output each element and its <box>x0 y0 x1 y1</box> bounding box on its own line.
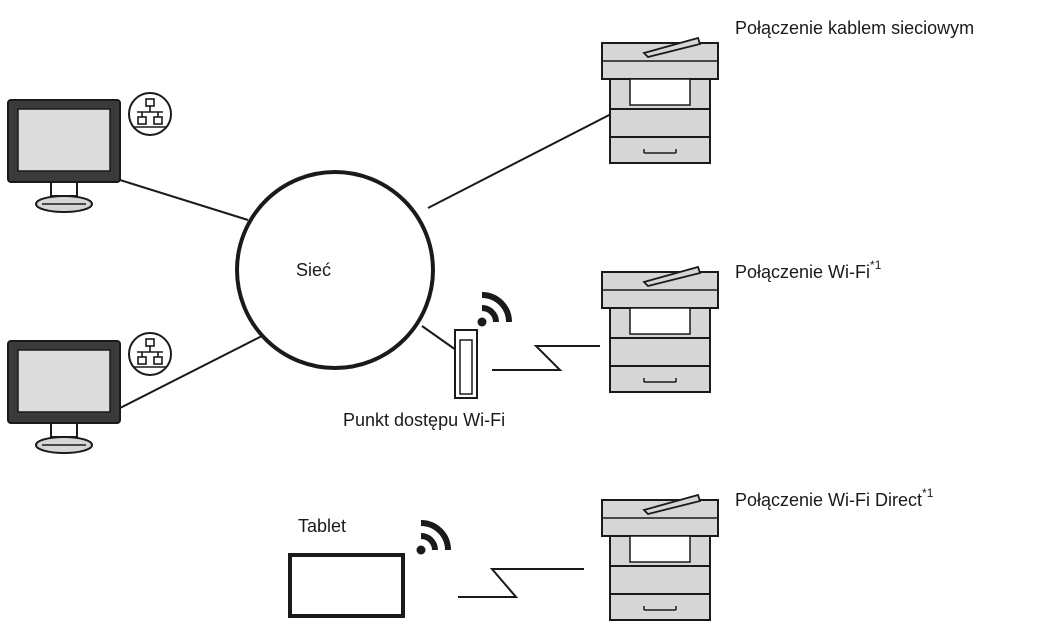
link-access-point <box>421 325 457 351</box>
mfp-printer-icon <box>601 494 719 621</box>
link-printer-wired <box>427 111 616 209</box>
printer-wifi-direct <box>601 494 719 621</box>
wifi-signal-icon <box>417 523 449 555</box>
access-point <box>454 295 510 399</box>
network-label: Sieć <box>296 260 331 280</box>
wifi-connection-text: Połączenie Wi-Fi*1 <box>735 258 882 282</box>
desktop-monitor-icon <box>7 340 121 454</box>
wifi-direct-connection-label: Połączenie Wi-Fi Direct <box>735 490 922 510</box>
mfp-printer-icon <box>601 266 719 393</box>
link-computer-1 <box>119 179 249 221</box>
tablet-icon <box>288 553 405 618</box>
computer-1 <box>7 99 121 213</box>
network-lan-icon <box>128 332 172 376</box>
wifi-connection-label: Połączenie Wi-Fi <box>735 262 870 282</box>
wifi-connection-footnote: *1 <box>870 258 882 272</box>
lan-badge-2 <box>128 332 172 376</box>
wired-connection-label: Połączenie kablem sieciowym <box>735 18 974 38</box>
wireless-link-wifi <box>492 345 600 371</box>
mfp-printer-icon <box>601 37 719 164</box>
tablet-label: Tablet <box>298 516 346 536</box>
wifi-direct-connection-footnote: *1 <box>922 486 934 500</box>
connection-lines <box>119 111 616 598</box>
lan-badge-1 <box>128 92 172 136</box>
computer-2 <box>7 340 121 454</box>
desktop-monitor-icon <box>7 99 121 213</box>
link-computer-2 <box>119 335 263 409</box>
network-circle <box>235 170 435 370</box>
printer-wired <box>601 37 719 164</box>
printer-wifi <box>601 266 719 393</box>
access-point-label: Punkt dostępu Wi-Fi <box>343 410 505 430</box>
network-lan-icon <box>128 92 172 136</box>
wifi-direct-connection-text: Połączenie Wi-Fi Direct*1 <box>735 486 934 510</box>
wireless-link-wifi-direct <box>458 568 584 598</box>
wifi-signal-icon <box>478 295 510 327</box>
